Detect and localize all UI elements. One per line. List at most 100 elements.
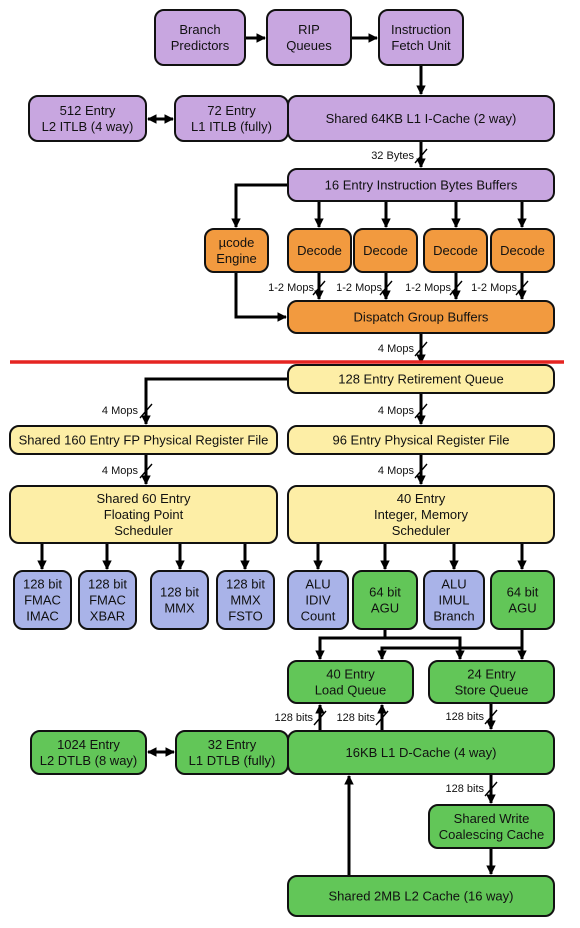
edge-label-int-rename-width-text: 4 Mops bbox=[378, 405, 415, 417]
block-write-coalescing-shape bbox=[428, 804, 555, 849]
block-agu-2-label: 64 bit bbox=[507, 584, 539, 599]
block-fmac-xbar-label: XBAR bbox=[90, 608, 125, 623]
edge-label-wcc-width: 128 bits bbox=[445, 781, 498, 797]
block-fmac-imac-label: IMAC bbox=[26, 608, 59, 623]
block-fp-scheduler-label: Scheduler bbox=[114, 523, 173, 538]
edge-label-int-rename-width: 4 Mops bbox=[378, 403, 428, 419]
bus-width-slash bbox=[484, 781, 498, 797]
block-agu-1-label: 64 bit bbox=[369, 584, 401, 599]
block-ucode-engine-label: µcode bbox=[219, 235, 255, 250]
edge-label-decode-4-width: 1-2 Mops bbox=[471, 280, 529, 296]
block-int-scheduler-label: Scheduler bbox=[392, 523, 451, 538]
block-l1-dtlb-label: L1 DTLB (fully) bbox=[189, 753, 276, 768]
edge-agu2-to-load bbox=[377, 629, 524, 660]
block-branch-predictors-label: Predictors bbox=[171, 38, 230, 53]
block-dispatch-buffers-shape bbox=[287, 300, 555, 334]
block-instruction-fetch-label: Instruction bbox=[391, 22, 451, 37]
edge-label-load-width-2-text: 128 bits bbox=[336, 712, 375, 724]
edge-retire-to-fp-rf bbox=[141, 377, 288, 425]
edge-label-dispatch-width-text: 4 Mops bbox=[378, 343, 415, 355]
block-l2-dtlb-label: 1024 Entry bbox=[57, 737, 120, 752]
edge-label-store-width-text: 128 bits bbox=[445, 711, 484, 723]
block-mmx-fsto-shape bbox=[216, 570, 275, 630]
block-rip-queues-label: Queues bbox=[286, 38, 332, 53]
block-decode-4-shape bbox=[490, 228, 555, 273]
bus-width-slash bbox=[414, 403, 428, 419]
edge-label-decode-1-width-text: 1-2 Mops bbox=[268, 282, 314, 294]
block-l1-icache: Shared 64KB L1 I-Cache (2 way) bbox=[287, 95, 555, 142]
block-alu-idiv-label: Count bbox=[301, 608, 336, 623]
block-decode-3-label: Decode bbox=[433, 243, 478, 258]
block-retirement-queue-shape bbox=[287, 364, 555, 394]
block-int-register-file-shape bbox=[287, 425, 555, 455]
block-fmac-xbar-shape bbox=[78, 570, 137, 630]
block-mmx-shape bbox=[150, 570, 209, 630]
block-write-coalescing-label: Shared Write bbox=[454, 811, 530, 826]
block-fmac-xbar-label: 128 bit bbox=[88, 576, 127, 591]
edge-label-wcc-width-text: 128 bits bbox=[445, 783, 484, 795]
block-mmx-fsto-label: MMX bbox=[230, 592, 261, 607]
block-store-queue-shape bbox=[428, 660, 555, 704]
block-fmac-imac-label: 128 bit bbox=[23, 576, 62, 591]
edge-agu1-to-store bbox=[385, 636, 465, 660]
block-decode-2: Decode bbox=[353, 228, 418, 273]
edge-label-load-width-1-text: 128 bits bbox=[274, 712, 313, 724]
block-alu-imul-shape bbox=[423, 570, 485, 630]
block-alu-imul-label: Branch bbox=[433, 608, 474, 623]
block-agu-2-label: AGU bbox=[508, 600, 536, 615]
boxes-layer: BranchPredictorsRIPQueuesInstructionFetc… bbox=[9, 9, 555, 917]
bus-width-slash bbox=[515, 280, 529, 296]
block-ucode-engine-shape bbox=[204, 228, 269, 273]
edge-label-fp-rename-width-text: 4 Mops bbox=[102, 405, 139, 417]
edge-labels-layer: 32 Bytes 1-2 Mops 1-2 Mops 1-2 Mops 1-2 Mops… bbox=[102, 148, 529, 797]
edge-label-fetch-width-text: 32 Bytes bbox=[371, 150, 414, 162]
bus-width-slash bbox=[414, 341, 428, 357]
bus-width-slash bbox=[312, 280, 326, 296]
block-agu-2-shape bbox=[490, 570, 555, 630]
bus-width-slash bbox=[414, 463, 428, 479]
block-branch-predictors-shape bbox=[154, 9, 246, 66]
block-retirement-queue-label: 128 Entry Retirement Queue bbox=[338, 371, 503, 386]
block-decode-4-label: Decode bbox=[500, 243, 545, 258]
block-l1-itlb-label: L1 ITLB (fully) bbox=[191, 119, 272, 134]
edge-label-decode-2-width-text: 1-2 Mops bbox=[336, 282, 382, 294]
block-fmac-imac-label: FMAC bbox=[24, 592, 61, 607]
block-alu-imul-label: IMUL bbox=[438, 592, 469, 607]
block-ucode-engine-label: Engine bbox=[216, 251, 256, 266]
block-fp-scheduler-label: Shared 60 Entry bbox=[97, 491, 191, 506]
block-dispatch-buffers: Dispatch Group Buffers bbox=[287, 300, 555, 334]
block-retirement-queue: 128 Entry Retirement Queue bbox=[287, 364, 555, 394]
bus-width-slash bbox=[449, 280, 463, 296]
block-load-queue-label: 40 Entry bbox=[326, 666, 375, 681]
block-mmx-label: 128 bit bbox=[160, 584, 199, 599]
block-decode-3: Decode bbox=[423, 228, 488, 273]
block-load-queue-shape bbox=[287, 660, 414, 704]
edge-label-decode-4-width-text: 1-2 Mops bbox=[471, 282, 517, 294]
edge-label-dispatch-width: 4 Mops bbox=[378, 341, 428, 357]
bus-width-slash bbox=[414, 148, 428, 164]
bus-width-slash bbox=[375, 710, 389, 726]
bus-width-slash bbox=[313, 710, 327, 726]
block-l2-itlb-label: L2 ITLB (4 way) bbox=[42, 119, 134, 134]
edge-label-decode-3-width-text: 1-2 Mops bbox=[405, 282, 451, 294]
block-l1-dcache-shape bbox=[287, 730, 555, 775]
block-l2-itlb-label: 512 Entry bbox=[60, 103, 116, 118]
block-int-register-file-label: 96 Entry Physical Register File bbox=[332, 432, 509, 447]
block-fp-register-file-label: Shared 160 Entry FP Physical Register Fi… bbox=[19, 432, 269, 447]
edge-label-int-schedule-width: 4 Mops bbox=[378, 463, 428, 479]
edge-label-fetch-width: 32 Bytes bbox=[371, 148, 428, 164]
edge-label-load-width-1: 128 bits bbox=[274, 710, 327, 726]
edge-label-fp-schedule-width-text: 4 Mops bbox=[102, 465, 139, 477]
block-decode-2-shape bbox=[353, 228, 418, 273]
block-l2-cache-shape bbox=[287, 875, 555, 917]
block-fp-register-file-shape bbox=[9, 425, 278, 455]
